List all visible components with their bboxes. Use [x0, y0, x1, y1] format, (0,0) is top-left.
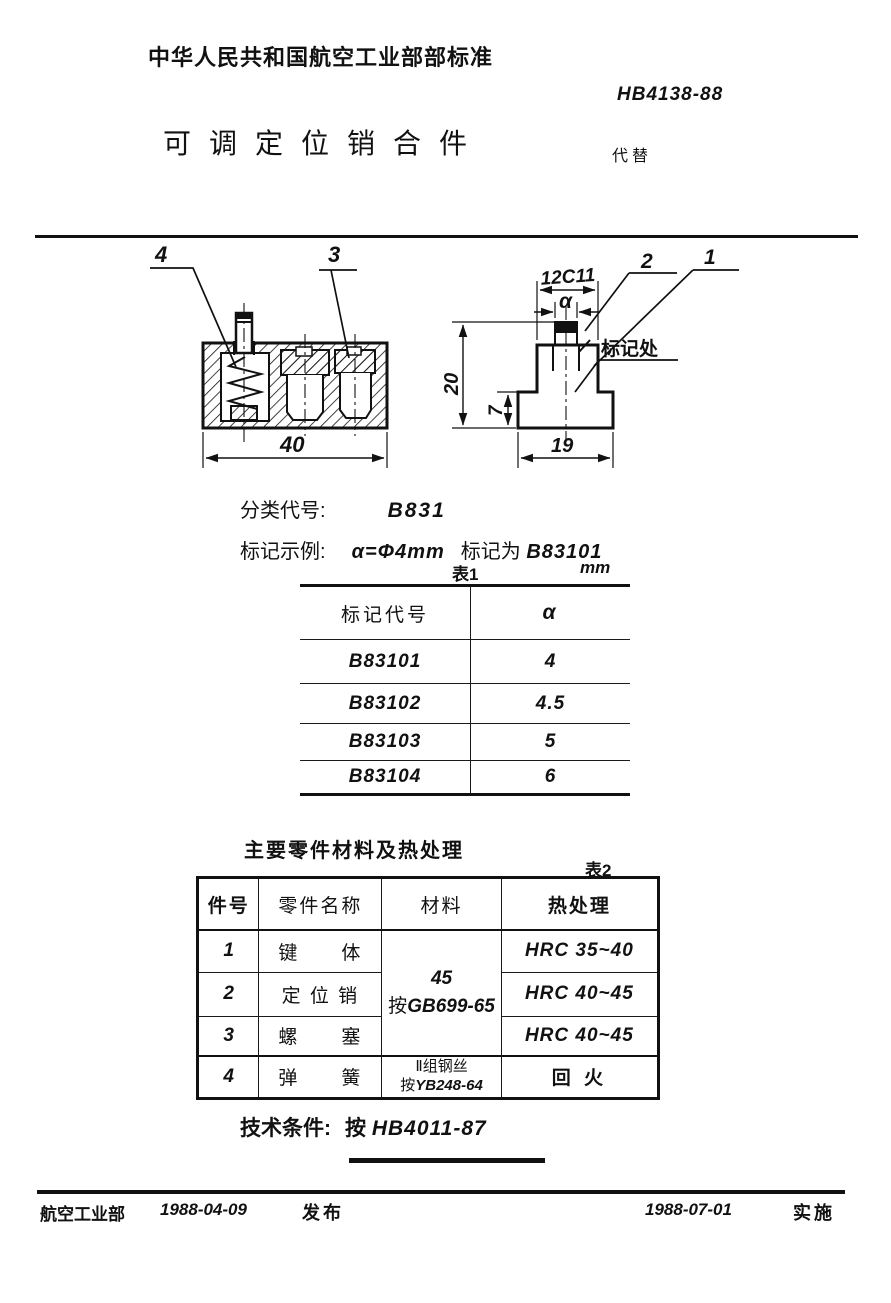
callout-4-label: 4 [154, 242, 167, 267]
table1-unit: mm [580, 558, 611, 577]
table-row: 4 弹 簧 Ⅱ组钢丝 按YB248-64 回 火 [196, 1055, 660, 1099]
tech-label: 技术条件: [240, 1117, 331, 1140]
part-name-cell: 弹 簧 [258, 1055, 383, 1099]
tech-standard-ref: HB4011-87 [371, 1117, 487, 1140]
table1-col1-header: 标记代号 [300, 585, 471, 640]
footer-divider [37, 1190, 845, 1194]
table2-header-partname: 零件名称 [258, 877, 383, 931]
dim-19-label: 19 [551, 435, 574, 457]
marking-code-cell: B83102 [300, 683, 471, 724]
spring [225, 356, 265, 410]
table1-col2-header: α [470, 585, 630, 640]
footer-issue-date: 1988-04-09 [160, 1200, 247, 1219]
marking-example-formula: α=Φ4mm [351, 541, 445, 563]
table2-materials: 件号 零件名称 材料 热处理 1 键 体 45 按GB699-65 HRC 35… [196, 876, 660, 1100]
part-no-cell: 4 [196, 1055, 260, 1099]
heat-treatment-cell: HRC 40~45 [500, 971, 660, 1017]
part-no-cell: 1 [196, 929, 260, 973]
footer-issue-label: 发布 [302, 1203, 344, 1223]
classification-label: 分类代号: [240, 500, 326, 522]
heat-treatment-cell: HRC 35~40 [500, 929, 660, 973]
material-per-label: 按 [388, 996, 408, 1017]
material-per-label: 按 [400, 1076, 416, 1094]
assembly-section-view: 40 4 3 [150, 242, 389, 468]
table-row: B83104 6 [300, 760, 630, 795]
classification-code: B831 [387, 499, 446, 522]
marking-result-prefix: 标记为 [460, 541, 521, 563]
part-no-cell: 3 [196, 1015, 260, 1057]
marking-place-leader [574, 359, 678, 393]
body-part-view: 12C11 α 20 7 19 2 1 [441, 246, 739, 468]
marking-code-cell: B83104 [300, 760, 471, 795]
replaces-label: 代替 [612, 148, 653, 165]
dim-12c11-label: 12C11 [540, 265, 596, 290]
part-name-cell: 键 体 [258, 929, 383, 973]
footer-implementation-label: 实施 [793, 1203, 835, 1223]
material-grade: 45 [430, 967, 453, 989]
callout-3-label: 3 [328, 242, 340, 267]
part-no-cell: 2 [196, 971, 260, 1017]
table-row: B83102 4.5 [300, 683, 630, 724]
dim-40-label: 40 [279, 432, 305, 457]
end-of-text-bar [349, 1158, 545, 1163]
table1-header-row: 标记代号 α [300, 585, 630, 640]
callout-3-leader [319, 269, 357, 359]
alpha-value-cell: 4 [470, 639, 630, 684]
footer-issuer: 航空工业部 [40, 1205, 125, 1224]
callout-2-label: 2 [640, 250, 653, 273]
heat-treatment-cell: HRC 40~45 [500, 1015, 660, 1057]
alpha-value-cell: 4.5 [470, 683, 630, 724]
dim-alpha-label: α [559, 290, 573, 313]
table-row: B83101 4 [300, 639, 630, 684]
marking-code-cell: B83101 [300, 639, 471, 684]
header-divider [35, 235, 858, 238]
table-row: B83103 5 [300, 723, 630, 761]
marking-example-line: 标记示例: α=Φ4mm 标记为 B83101 [240, 535, 602, 564]
table1-caption: 表1 [452, 565, 479, 584]
document-title: 可调定位销合件 [163, 128, 486, 159]
materials-section-heading: 主要零件材料及热处理 [244, 840, 464, 862]
spring-wire-group: Ⅱ组钢丝 [415, 1058, 468, 1075]
table-row: 2 定 位 销 HRC 40~45 [196, 971, 660, 1017]
callout-1-leader [593, 269, 739, 367]
marking-result-code: B83101 [526, 541, 603, 563]
technical-conditions-line: 技术条件: 按 HB4011-87 [240, 1112, 487, 1142]
issuing-org-line: 中华人民共和国航空工业部部标准 [148, 45, 494, 70]
standard-number: HB4138-88 [617, 84, 724, 105]
table2-caption: 表2 [585, 861, 612, 880]
part-name-cell: 螺 塞 [258, 1015, 383, 1057]
marking-code-cell: B83103 [300, 723, 471, 761]
material-standard: GB699-65 [407, 996, 495, 1017]
table1-marking-codes: 标记代号 α B83101 4 B83102 4.5 B83103 5 B831… [300, 584, 630, 796]
material-standard: YB248-64 [415, 1076, 483, 1094]
marking-place-note: 标记处 [601, 337, 659, 360]
part-name-cell: 定 位 销 [258, 971, 383, 1017]
callout-2-leader [584, 272, 677, 332]
dim-7-label: 7 [486, 404, 507, 416]
table2-header-row: 件号 零件名称 材料 热处理 [196, 877, 660, 931]
table2-header-partno: 件号 [196, 877, 260, 931]
table-row: 1 键 体 45 按GB699-65 HRC 35~40 [196, 929, 660, 1057]
alpha-value-cell: 6 [470, 760, 630, 795]
classification-line: 分类代号: B831 [240, 494, 446, 523]
callout-4-leader [150, 267, 237, 368]
heat-treatment-cell: 回 火 [500, 1055, 660, 1099]
screw-plug-3 [334, 346, 376, 419]
tech-per-label: 按 [345, 1117, 366, 1140]
callout-1-label: 1 [704, 246, 716, 269]
alpha-value-cell: 5 [470, 723, 630, 761]
material-merged-cell: 45 按GB699-65 [381, 929, 502, 1057]
material-cell: Ⅱ组钢丝 按YB248-64 [381, 1055, 502, 1099]
footer-implementation-date: 1988-07-01 [645, 1200, 732, 1219]
marking-example-label: 标记示例: [240, 541, 326, 563]
table2-header-material: 材料 [381, 877, 502, 931]
dim-20-label: 20 [441, 373, 463, 396]
table2-header-heat: 热处理 [500, 877, 660, 931]
